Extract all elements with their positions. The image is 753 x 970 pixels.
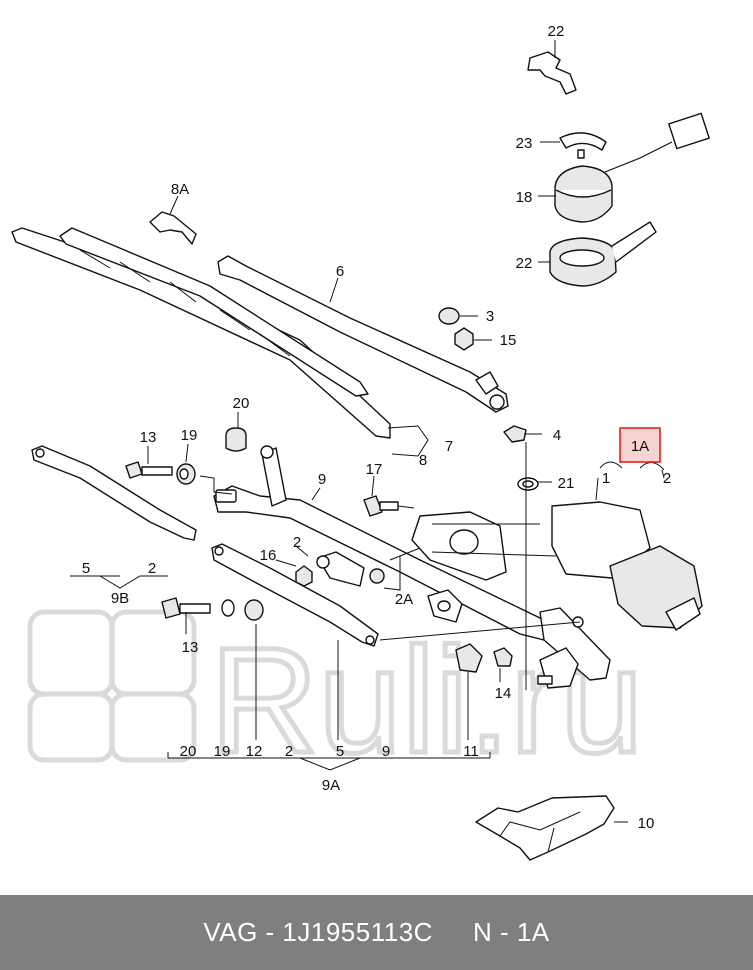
wiper-motor-part-1 (537, 501, 703, 689)
bolt-part-13-lower (161, 597, 211, 619)
callout-6: 6 (336, 263, 344, 280)
retaining-ring-part-23 (559, 132, 607, 159)
bottom-label-5: 5 (336, 743, 344, 760)
nut-part-14 (493, 647, 513, 667)
callout-15: 15 (500, 332, 517, 349)
linkage-rod-part-5-9B (31, 445, 197, 541)
bottom-label-2: 2 (285, 743, 293, 760)
callout-14: 14 (495, 685, 512, 702)
callout-21: 21 (558, 475, 575, 492)
grommet-part-2-lower (244, 599, 264, 621)
part-number-footer: VAG - 1J1955113C N - 1A (0, 895, 753, 970)
bottom-label-11: 11 (463, 743, 479, 760)
position-code: N - 1A (472, 917, 550, 947)
callout-2-9B: 2 (148, 560, 156, 577)
wiper-blade-part-7-8 (11, 227, 391, 439)
callout-2-motor: 2 (663, 470, 671, 487)
callout-22-top: 22 (548, 23, 565, 40)
callout-4: 4 (553, 427, 561, 444)
seal-part-21 (517, 477, 539, 491)
bottom-label-20: 20 (180, 743, 197, 760)
grommet-part-11 (455, 643, 483, 673)
parts-diagram: Ruli.ru (11, 23, 710, 861)
washer-part-4 (503, 425, 527, 443)
highlight-label: 1A (631, 438, 649, 455)
callout-8: 8 (419, 452, 427, 469)
grommet-part-20 (225, 427, 247, 452)
linkage-rod-part-5-9A (211, 543, 379, 647)
clip-part-8A (149, 211, 197, 245)
wiper-arm-part-6 (217, 255, 509, 413)
linkage-frame-part-9 (213, 445, 553, 641)
callout-10: 10 (638, 815, 655, 832)
callout-16: 16 (260, 547, 277, 564)
highlight-box (619, 427, 661, 463)
housing-seal-part-22-lower (549, 221, 657, 287)
callout-7: 7 (445, 438, 453, 455)
washer-part-12 (221, 599, 235, 617)
callout-13-lower: 13 (182, 639, 199, 656)
callout-2-bracket: 2 (293, 534, 301, 551)
leader-lines (70, 40, 665, 823)
bolt-part-13-upper (125, 461, 173, 479)
nut-part-16 (295, 565, 313, 587)
bushing-part-19 (176, 463, 196, 485)
nut-part-2A (369, 568, 385, 584)
cap-part-3 (438, 307, 460, 325)
part-number: VAG - 1J1955113C (203, 917, 433, 947)
bottom-label-9: 9 (382, 743, 390, 760)
callout-20: 20 (233, 395, 250, 412)
callout-9B: 9B (111, 590, 129, 607)
callout-22-lower: 22 (516, 255, 533, 272)
callout-8A: 8A (171, 181, 189, 198)
mounting-bracket-part-10 (475, 795, 615, 861)
callout-13-upper: 13 (140, 429, 157, 446)
cover-cap-part-18 (554, 112, 710, 223)
bottom-label-19: 19 (214, 743, 231, 760)
callout-5-9B: 5 (82, 560, 90, 577)
callout-labels: 22 23 18 22 8A 6 3 15 7 8 4 21 20 13 19 … (82, 23, 671, 832)
callout-19: 19 (181, 427, 198, 444)
highlighted-part-1A: 1A (619, 427, 661, 463)
callout-18: 18 (516, 189, 533, 206)
callout-9: 9 (318, 471, 326, 488)
nut-part-15 (454, 327, 474, 351)
bolt-part-17 (363, 495, 399, 517)
clip-part-22-top (527, 51, 577, 95)
bracket-part-2 (316, 551, 365, 587)
callout-23: 23 (516, 135, 533, 152)
callout-1: 1 (602, 470, 610, 487)
callout-17: 17 (366, 461, 383, 478)
callout-9A: 9A (322, 777, 340, 794)
callout-2A: 2A (395, 591, 413, 608)
callout-3: 3 (486, 308, 494, 325)
bottom-label-12: 12 (246, 743, 263, 760)
